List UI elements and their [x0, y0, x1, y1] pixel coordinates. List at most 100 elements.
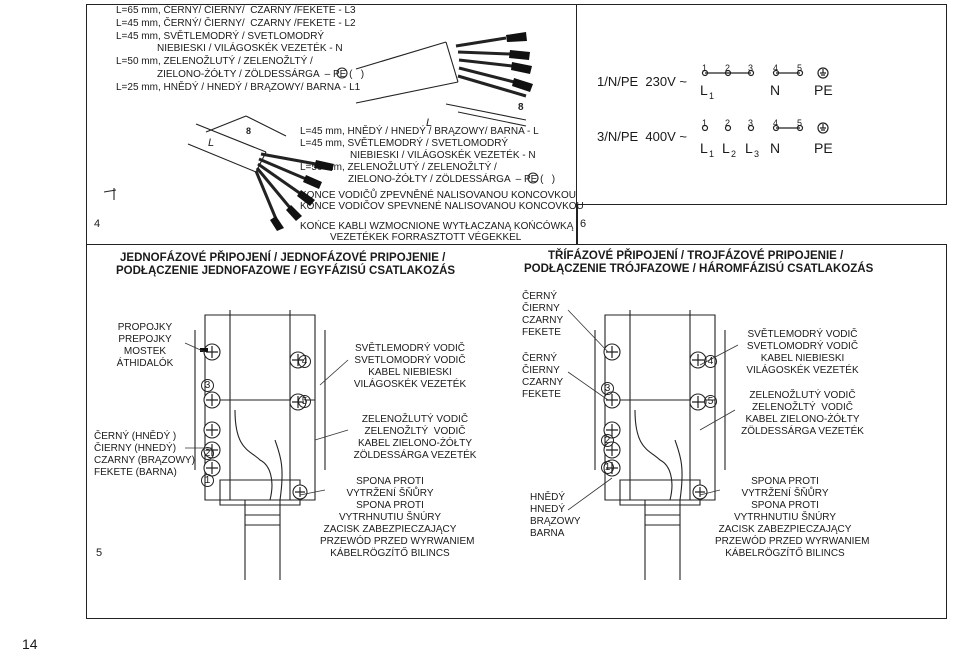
label-line: VYTRHNUTIU ŠNÚRY: [733, 512, 837, 523]
terminal-number: 5: [797, 118, 803, 128]
title-line: JEDNOFÁZOVÉ PŘIPOJENÍ / JEDNOFÁZOVÉ PRIP…: [120, 252, 446, 264]
label-line: ZELENOŽLUTÝ VODIČ: [361, 414, 469, 425]
terminal-number: 4: [773, 118, 779, 128]
terminal-number: 4: [298, 355, 311, 368]
title-line: PODŁĄCZENIE JEDNOFAZOWE / EGYFÁZISÚ CSAT…: [116, 265, 456, 277]
phase-label-PE: PE: [814, 140, 833, 156]
wire-length-line: NIEBIESKI / VILÁGOSKÉK VEZETÉK - N: [157, 43, 343, 54]
page-number: 14: [22, 636, 38, 652]
wire-length-line: L=45 mm, HNĚDÝ / HNEDÝ / BRĄZOWY/ BARNA …: [300, 126, 539, 137]
terminal-number: 1: [702, 63, 708, 73]
terminal-number: 1: [201, 474, 214, 487]
label-line: VYTRŽENÍ ŠŇŮRY: [346, 488, 434, 499]
terminal-number: 2: [601, 434, 614, 447]
label-line: VYTRŽENÍ ŠŇŮRY: [741, 488, 829, 499]
wire-length-line: L=50 mm, ZELENOŽLUTÝ / ZELENOŽLTÝ /: [300, 162, 497, 173]
terminal-number: 1: [702, 118, 708, 128]
terminal-number: 3: [748, 63, 754, 73]
panel-number: 5: [96, 547, 103, 559]
label-line: ZACISK ZABEZPIECZAJĄCY: [718, 524, 852, 535]
wire-length-line: ZIELONO-ŻÓŁTY / ZÖLDESSÁRGA – PE ( ): [157, 69, 365, 80]
terminal-number: 2: [725, 118, 731, 128]
terminal-number: 2: [725, 63, 731, 73]
panel-number: 6: [580, 218, 587, 230]
label-line: BRĄZOWY: [530, 516, 581, 527]
cable-preparation-drawing: L 8 L 8: [103, 32, 539, 231]
label-line: KABEL NIEBIESKI: [368, 367, 452, 378]
dimension-label-8: 8: [246, 126, 251, 136]
terminal-number: 5: [704, 395, 717, 408]
label-line: SPONA PROTI: [356, 500, 424, 511]
wire-length-line: ZIELONO-ŻÓŁTY / ZÖLDESSÁRGA – PE ( ): [348, 174, 556, 185]
divider-line: [576, 204, 578, 245]
label-line: CZARNY (BRĄZOWY): [94, 455, 195, 466]
phase-label-L1: L: [700, 140, 708, 156]
terminal-number: 5: [797, 63, 803, 73]
three-phase-label: 3/N/PE 400V ~: [597, 129, 687, 144]
phase-label-L: L: [700, 82, 708, 98]
wire-length-line: L=25 mm, HNĚDÝ / HNEDÝ / BRĄZOWY/ BARNA …: [116, 82, 361, 93]
label-line: PRZEWÓD PRZED WYRWANIEM: [715, 536, 870, 547]
label-line: SPONA PROTI: [751, 476, 819, 487]
note-line: VEZETÉKEK FORRASZTOTT VÉGEKKEL: [330, 232, 522, 243]
title-line: TŘÍFÁZOVÉ PŘIPOJENÍ / TROJFÁZOVÉ PRIPOJE…: [548, 250, 844, 262]
dimension-label-8: 8: [518, 102, 524, 113]
label-line: PROPOJKY: [117, 322, 173, 333]
label-line: FEKETE: [522, 389, 561, 400]
terminal-number: 4: [704, 355, 717, 368]
panel-frame-top-right: [576, 4, 947, 205]
label-line: ČIERNY: [522, 365, 560, 376]
title-line: PODŁĄCZENIE TRÓJFAZOWE / HÁROMFÁZISÚ CSA…: [524, 263, 874, 275]
wire-length-line: L=65 mm, ČERNÝ/ ČIERNY/ CZARNY /FEKETE -…: [116, 5, 356, 16]
label-line: ČERNÝ: [522, 291, 558, 302]
terminal-number: 1: [601, 461, 614, 474]
label-line: FEKETE: [522, 327, 561, 338]
phase-subscript: 3: [754, 149, 760, 159]
label-line: ZELENOŽLUTÝ VODIČ: [749, 390, 856, 401]
label-line: SVĚTLEMODRÝ VODIČ: [354, 343, 466, 354]
label-line: CZARNY: [522, 315, 564, 326]
label-line: MOSTEK: [123, 346, 167, 357]
label-line: HNĚDÝ: [530, 492, 566, 503]
note-line: KONCE VODIČŮ ZPEVNĚNÉ NALISOVANOU KONCOV…: [300, 190, 576, 201]
label-line: ZELENOŽLTÝ VODIČ: [752, 402, 853, 413]
phase-label-N: N: [770, 140, 781, 156]
phase-label-L2: L: [722, 140, 730, 156]
phase-subscript: 2: [731, 149, 737, 159]
label-line: SVĚTLEMODRÝ VODIČ: [747, 329, 858, 340]
terminal-schematic: [701, 67, 829, 134]
label-line: VILÁGOSKÉK VEZETÉK: [746, 365, 859, 376]
wire-length-line: L=45 mm, SVĚTLEMODRÝ / SVETLOMODRÝ: [116, 31, 325, 42]
terminal-number: 4: [773, 63, 779, 73]
label-line: FEKETE (BARNA): [94, 467, 177, 478]
label-line: SPONA PROTI: [356, 476, 424, 487]
phase-subscript: 1: [709, 149, 715, 159]
phase-label-N: N: [770, 82, 781, 98]
terminal-block-three-phase: [594, 310, 726, 580]
terminal-number: 3: [201, 379, 214, 392]
dimension-label-L: L: [426, 117, 432, 129]
wire-length-line: NIEBIESKI / VILÁGOSKÉK VEZETÉK - N: [350, 150, 536, 161]
note-line: KOŃCE KABLI WZMOCNIONE WYTŁACZANĄ KOŃCÓW…: [300, 221, 574, 232]
label-line: ZÖLDESSÁRGA VEZETÉK: [353, 450, 477, 461]
label-line: ČERNÝ: [522, 353, 558, 364]
terminal-number: 2: [201, 447, 214, 460]
label-line: VILÁGOSKÉK VEZETÉK: [353, 379, 467, 390]
label-line: ZÖLDESSÁRGA VEZETÉK: [741, 426, 864, 437]
label-line: KÁBELRÖGZÍTŐ BILINCS: [725, 548, 845, 559]
label-line: ZACISK ZABEZPIECZAJĄCY: [323, 524, 457, 535]
terminal-number: 3: [748, 118, 754, 128]
label-line: BARNA: [530, 528, 565, 539]
label-line: ÁTHIDALÓK: [116, 358, 174, 369]
label-line: ZELENOŽLTÝ VODIČ: [364, 426, 466, 437]
label-line: KÁBELRÖGZÍTŐ BILINCS: [330, 548, 450, 559]
label-line: SVETLOMODRÝ VODIČ: [746, 341, 859, 352]
label-line: SPONA PROTI: [751, 500, 819, 511]
panel-frame-bottom: [86, 244, 947, 619]
label-line: PREPOJKY: [118, 334, 172, 345]
label-line: KABEL ZIELONO-ŻÓŁTY: [745, 414, 860, 425]
phase-label-L3: L: [745, 140, 753, 156]
wire-length-line: L=45 mm, SVĚTLEMODRÝ / SVETLOMODRÝ: [300, 138, 509, 149]
wire-length-line: L=45 mm, ČERNÝ/ ČIERNY/ CZARNY /FEKETE -…: [116, 18, 356, 29]
